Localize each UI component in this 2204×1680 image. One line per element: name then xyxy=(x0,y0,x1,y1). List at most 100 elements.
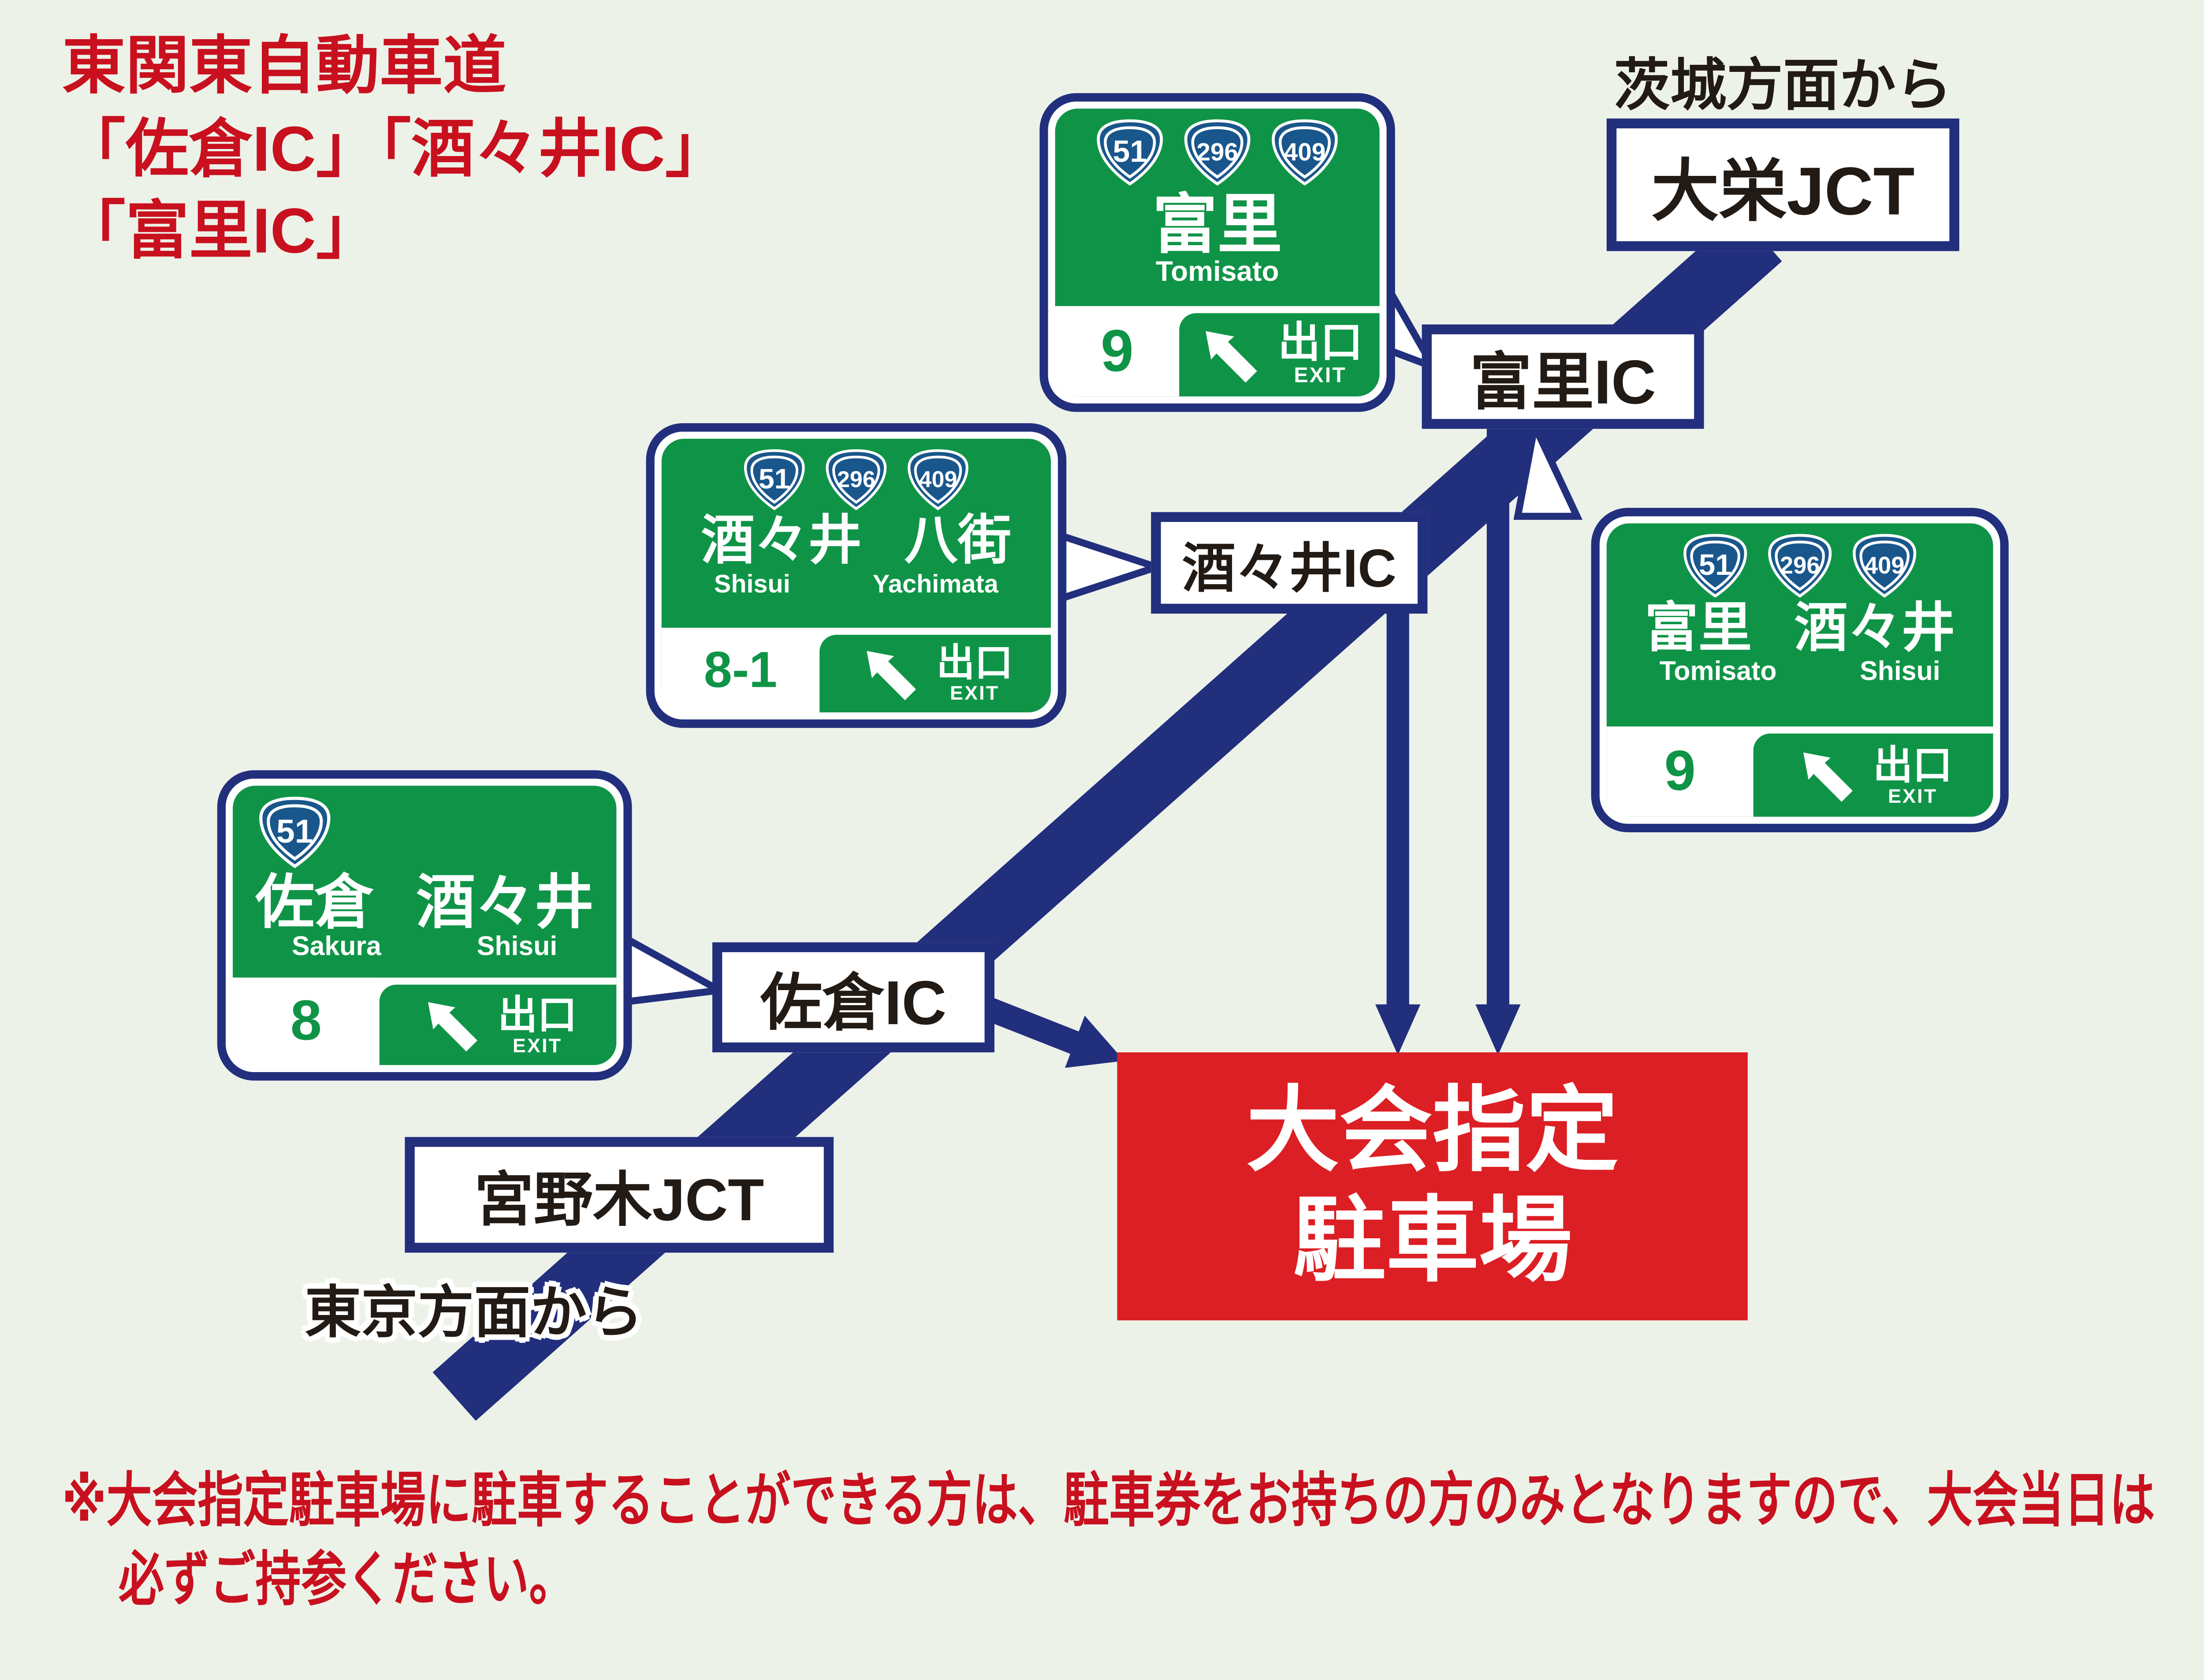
tomisato-arrow-down-icon xyxy=(1475,1004,1521,1055)
exit-english: EXIT xyxy=(512,1033,562,1056)
exit-number: 9 xyxy=(1055,306,1180,397)
kanji-left: 酒々井 xyxy=(701,512,862,571)
from-tokyo-label: 東京方面から xyxy=(305,1282,644,1345)
shisui-arrow-down-icon xyxy=(1375,1004,1421,1055)
exit-band: 9 出口 EXIT xyxy=(1606,726,1993,817)
tail-shisui-sign xyxy=(1058,531,1168,603)
tail-tomisato-shisui-sign xyxy=(1513,414,1583,520)
exit-band: 9 出口 EXIT xyxy=(1055,306,1380,397)
kanji-left: 佐倉 xyxy=(255,869,374,935)
sakura-ic-box: 佐倉IC xyxy=(712,942,994,1053)
kanji-right: 八街 xyxy=(904,512,1012,571)
route-shield-icon: 51 xyxy=(259,797,331,868)
sakura-arrow-icon xyxy=(1065,1016,1124,1068)
from-ibaraki-label: 茨城方面から xyxy=(1613,55,1952,117)
exit-sign-tomisato: 51 296 409 富里 Tomisato 9 出口 EXIT xyxy=(1039,93,1395,412)
parking-line1: 大会指定 xyxy=(1246,1078,1619,1182)
kanji-right: 酒々井 xyxy=(1794,600,1955,659)
sign-green-panel: 51 296 409 富里 Tomisato 9 出口 EXIT xyxy=(1055,108,1380,397)
sign-destination-kanji: 佐倉 酒々井 xyxy=(233,869,616,935)
exit-kanji: 出口 xyxy=(936,642,1013,684)
romaji-left: Tomisato xyxy=(1659,657,1777,687)
romaji-left: Shisui xyxy=(714,570,790,598)
svg-text:296: 296 xyxy=(1196,138,1238,166)
svg-text:51: 51 xyxy=(759,463,790,495)
romaji-right: Shisui xyxy=(1860,657,1940,687)
exit-label: 出口 EXIT xyxy=(936,642,1013,704)
title-line1: 東関東自動車道 xyxy=(62,30,506,102)
svg-text:409: 409 xyxy=(1865,552,1905,579)
exit-arrow-icon xyxy=(1206,330,1257,382)
exit-english: EXIT xyxy=(950,681,1000,704)
exit-area: 出口 EXIT xyxy=(1179,313,1380,397)
route-shield-icon: 51 xyxy=(1683,534,1747,598)
sign-destination-romaji: Sakura Shisui xyxy=(233,934,616,961)
sign-destination-kanji: 富里 酒々井 xyxy=(1607,600,1993,659)
exit-arrow-icon xyxy=(867,650,916,700)
exit-number: 8 xyxy=(233,977,380,1065)
sign-green-panel: 51 296 409 富里 酒々井 Tomisato Shisui 9 出口 E… xyxy=(1606,523,1993,817)
tomisato-ic-box: 富里IC xyxy=(1422,324,1704,429)
tail-sakura-sign xyxy=(624,933,731,1006)
svg-text:409: 409 xyxy=(1284,138,1325,166)
exit-label: 出口 EXIT xyxy=(498,995,577,1054)
exit-english: EXIT xyxy=(1888,783,1938,806)
kanji-left: 富里 xyxy=(1645,600,1752,659)
exit-arrow-icon xyxy=(428,1001,477,1051)
sign-green-panel: 51 296 409 酒々井 八街 Shisui Yachimata 8-1 出… xyxy=(661,439,1051,712)
parking-note: ※大会指定駐車場に駐車することができる方は、駐車券をお持ちの方のみとなりますので… xyxy=(62,1461,2204,1620)
sign-destination-kanji: 富里 xyxy=(1152,187,1282,261)
title-line2: 「佐倉IC」「酒々井IC」 xyxy=(62,112,729,184)
exit-sign-shisui-yachimata: 51 296 409 酒々井 八街 Shisui Yachimata 8-1 出… xyxy=(646,423,1067,728)
route-shield-row: 51 296 409 xyxy=(1055,119,1380,186)
exit-number: 8-1 xyxy=(661,628,820,712)
route-shield-icon: 409 xyxy=(1853,534,1917,598)
miyanogi-jct-box: 宮野木JCT xyxy=(405,1137,834,1253)
sign-destination-kanji: 酒々井 八街 xyxy=(662,512,1051,571)
route-shield-icon: 51 xyxy=(1097,119,1163,186)
exit-band: 8 出口 EXIT xyxy=(233,977,617,1065)
exit-label: 出口 EXIT xyxy=(1873,745,1952,805)
exit-sign-tomisato-shisui: 51 296 409 富里 酒々井 Tomisato Shisui 9 出口 E… xyxy=(1591,508,2009,832)
exit-label: 出口 EXIT xyxy=(1278,320,1363,387)
svg-text:296: 296 xyxy=(837,467,875,492)
daiei-jct-box: 大栄JCT xyxy=(1606,118,1959,251)
exit-kanji: 出口 xyxy=(1278,320,1363,367)
route-shield-icon: 409 xyxy=(908,449,968,510)
romaji-left: Sakura xyxy=(292,932,381,962)
note-line1: ※大会指定駐車場に駐車することができる方は、駐車券をお持ちの方のみとなりますので… xyxy=(62,1467,2156,1534)
exit-band: 8-1 出口 EXIT xyxy=(661,628,1051,712)
exit-area: 出口 EXIT xyxy=(379,984,617,1065)
route-shield-row: 51 xyxy=(233,796,616,869)
designated-parking-box: 大会指定 駐車場 xyxy=(1117,1052,1748,1321)
svg-text:51: 51 xyxy=(276,812,313,849)
exit-number: 9 xyxy=(1606,726,1754,817)
sign-destination-romaji: Tomisato xyxy=(1155,257,1279,288)
romaji-right: Yachimata xyxy=(872,570,998,598)
svg-text:51: 51 xyxy=(1113,134,1147,168)
sign-destination-romaji: Shisui Yachimata xyxy=(662,571,1051,597)
route-shield-row: 51 296 409 xyxy=(1607,533,1993,598)
exit-kanji: 出口 xyxy=(1873,742,1952,786)
romaji-right: Shisui xyxy=(477,932,558,962)
kanji-right: 酒々井 xyxy=(416,869,594,935)
exit-area: 出口 EXIT xyxy=(819,635,1051,712)
parking-line2: 駐車場 xyxy=(1292,1188,1572,1293)
shisui-ic-box: 酒々井IC xyxy=(1151,512,1428,614)
route-shield-icon: 51 xyxy=(744,449,805,510)
svg-text:409: 409 xyxy=(919,467,957,492)
route-shield-row: 51 296 409 xyxy=(662,449,1051,511)
exit-area: 出口 EXIT xyxy=(1753,734,1993,817)
svg-text:51: 51 xyxy=(1699,548,1732,581)
sign-destination-romaji: Tomisato Shisui xyxy=(1607,659,1993,685)
route-shield-icon: 296 xyxy=(1768,534,1832,598)
title-line3: 「富里IC」 xyxy=(62,194,380,267)
svg-text:296: 296 xyxy=(1780,552,1820,579)
route-shield-icon: 296 xyxy=(826,449,887,510)
sakura-exit-arrow-shaft xyxy=(980,996,1082,1055)
exit-arrow-icon xyxy=(1803,752,1853,801)
route-shield-icon: 296 xyxy=(1184,119,1251,186)
exit-sign-sakura-shisui: 51 佐倉 酒々井 Sakura Shisui 8 出口 EXIT xyxy=(217,770,632,1081)
